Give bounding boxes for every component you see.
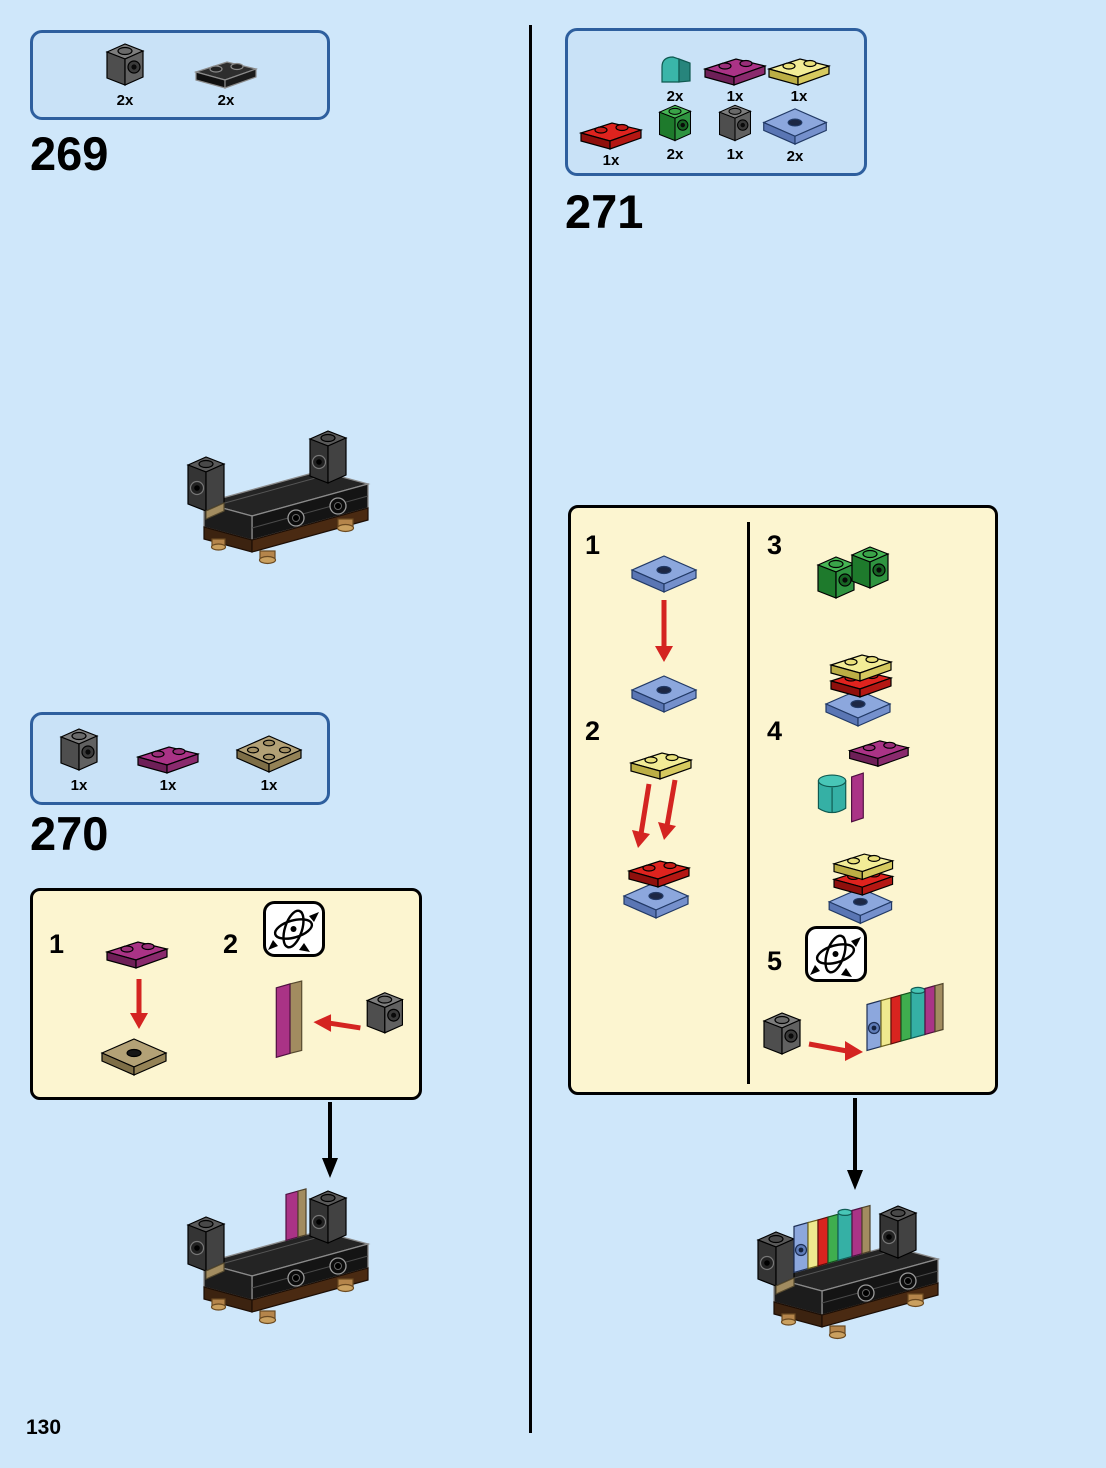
assembly-270-illustration (187, 1188, 369, 1325)
part-magenta-plate-1x2: 1x (700, 43, 770, 105)
assembly-271-illustration (757, 1204, 939, 1340)
column-divider (529, 25, 532, 1433)
part-count: 1x (790, 88, 808, 105)
part-green-headlight-brick: 2x (640, 101, 710, 163)
part-count: 1x (70, 777, 88, 794)
parts-box-271: 2x 1x 1x 1x 2x 1x 2x (565, 28, 867, 176)
part-count: 2x (666, 146, 684, 163)
substep-number-2: 2 (585, 716, 601, 746)
substep-270-1-illustration (100, 941, 168, 1076)
substep-number-1: 1 (585, 530, 601, 560)
rotate-icon (805, 926, 867, 982)
substep-271-1-illustration (631, 555, 697, 713)
magenta-plate-icon (137, 746, 199, 774)
teal-slope-icon (661, 56, 691, 83)
part-magenta-plate-1x2: 1x (136, 742, 200, 794)
part-gray-headlight-brick: 1x (56, 724, 102, 794)
substep-271-4-illustration (817, 740, 909, 924)
down-arrow-271 (847, 1098, 863, 1190)
part-gray-headlight-brick: 2x (102, 39, 148, 109)
substep-271-5-illustration (763, 982, 944, 1061)
green-headlight-brick-icon (659, 104, 691, 142)
substep-number-3: 3 (767, 530, 783, 560)
substep-number-1: 1 (49, 929, 65, 959)
black-plate-icon (195, 61, 257, 89)
step-270-number: 270 (30, 807, 109, 860)
substep-271-3-illustration (817, 546, 892, 727)
part-blue-plate-2x2: 2x (760, 103, 830, 165)
substep-271-2-illustration (623, 752, 692, 919)
instruction-box-270: 1 2 (30, 888, 422, 1100)
rotate-icon (263, 901, 325, 957)
parts-box-270: 1x 1x 1x (30, 712, 330, 805)
step-271-number: 271 (565, 185, 644, 238)
part-black-plate-1x2: 2x (194, 57, 258, 109)
instruction-box-divider (747, 522, 750, 1084)
substep-number-2: 2 (223, 929, 239, 959)
down-arrow-270 (322, 1102, 338, 1178)
yellow-plate-icon (768, 58, 830, 86)
page-number: 130 (26, 1416, 62, 1439)
gray-headlight-brick-icon (106, 43, 144, 86)
part-gray-headlight-brick: 1x (700, 101, 770, 163)
part-count: 1x (726, 88, 744, 105)
part-tan-plate-2x2: 1x (234, 730, 304, 794)
part-yellow-plate-1x2: 1x (764, 43, 834, 105)
part-count: 2x (217, 92, 235, 109)
part-count: 1x (260, 777, 278, 794)
parts-box-269: 2x 2x (30, 30, 330, 120)
part-count: 1x (602, 152, 620, 169)
assembly-269-illustration (187, 430, 369, 565)
substep-270-2-illustration (275, 980, 404, 1059)
part-red-plate-1x2: 1x (576, 107, 646, 169)
part-count: 2x (786, 148, 804, 165)
magenta-plate-icon (704, 58, 766, 86)
substep-number-5: 5 (767, 946, 783, 976)
part-count: 1x (726, 146, 744, 163)
gray-headlight-brick-icon (60, 728, 98, 771)
part-count: 1x (159, 777, 177, 794)
gray-headlight-brick-icon (719, 104, 751, 142)
step-269-number: 269 (30, 127, 109, 180)
instruction-box-271: 1 2 3 4 (568, 505, 998, 1095)
red-plate-icon (580, 122, 642, 150)
part-teal-slope: 2x (640, 43, 710, 105)
blue-plate-icon (763, 108, 827, 145)
part-count: 2x (666, 88, 684, 105)
tan-plate-icon (236, 735, 302, 773)
substep-number-4: 4 (767, 716, 783, 746)
part-count: 2x (116, 92, 134, 109)
